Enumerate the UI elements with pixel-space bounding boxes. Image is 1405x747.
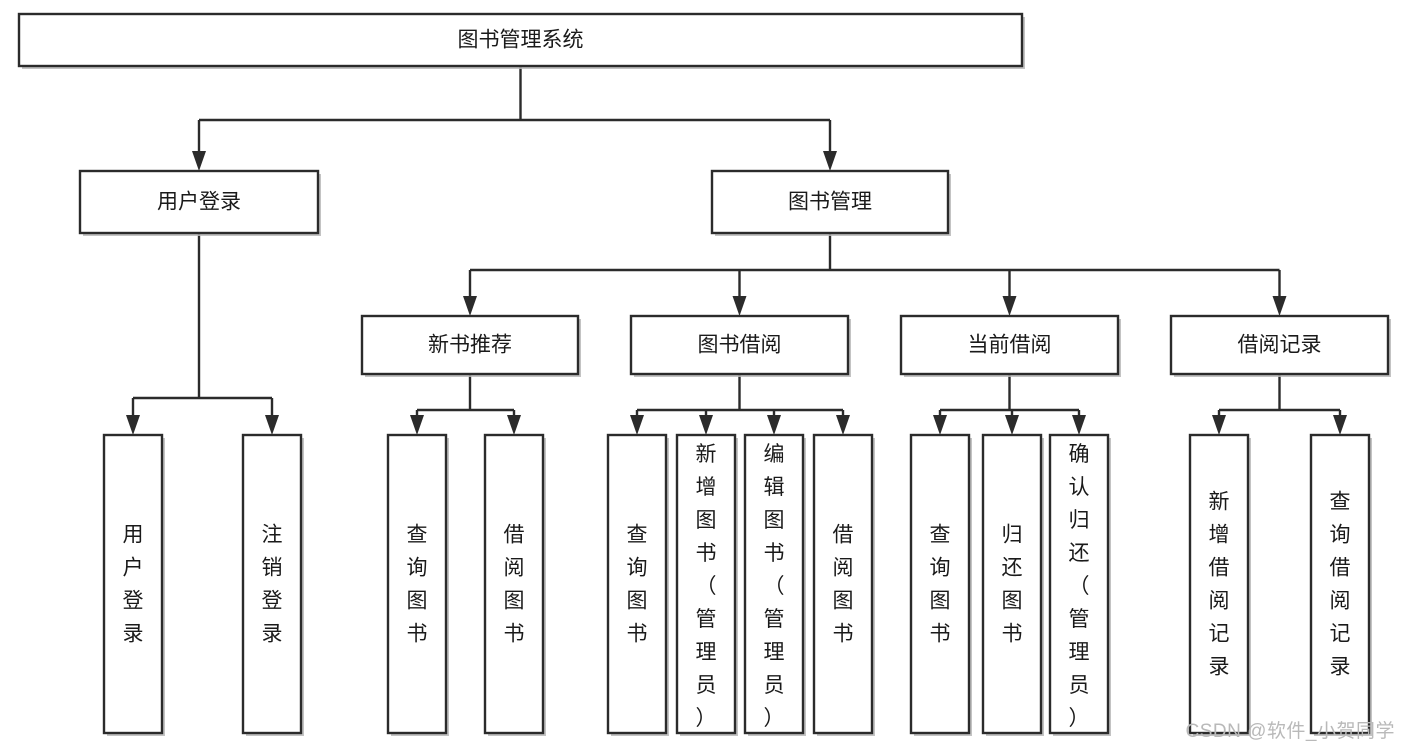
node-label: 用户登录 <box>123 523 144 645</box>
node-box[interactable] <box>812 433 874 735</box>
node-label: 确认归还（管理员） <box>1069 443 1090 730</box>
node-leaf-add-record[interactable]: 新增借阅记录 <box>1188 433 1251 736</box>
node-box[interactable] <box>17 12 1024 68</box>
node-label: 查询借阅记录 <box>1330 490 1351 678</box>
node-label: 当前借阅 <box>968 334 1052 357</box>
node-box[interactable] <box>710 169 950 235</box>
node-box[interactable] <box>241 433 303 735</box>
node-leaf-add-book[interactable]: 新增图书（管理员） <box>675 433 738 736</box>
node-label: 新增借阅记录 <box>1209 490 1230 678</box>
node-label: 注销登录 <box>262 523 283 645</box>
node-box[interactable] <box>483 433 545 735</box>
node-label: 图书管理 <box>788 191 872 214</box>
node-book-manage[interactable]: 图书管理 <box>710 169 951 236</box>
node-leaf-query-book-3[interactable]: 查询图书 <box>909 433 972 736</box>
node-label: 查询图书 <box>627 523 648 645</box>
node-leaf-edit-book[interactable]: 编辑图书（管理员） <box>743 433 806 736</box>
node-leaf-borrow-book-1[interactable]: 借阅图书 <box>483 433 546 736</box>
node-leaf-user-logout[interactable]: 注销登录 <box>241 433 304 736</box>
node-box[interactable] <box>629 314 850 376</box>
nodes-layer: 图书管理系统用户登录图书管理新书推荐图书借阅当前借阅借阅记录用户登录注销登录查询… <box>17 12 1391 736</box>
node-box[interactable] <box>909 433 971 735</box>
node-box[interactable] <box>606 433 668 735</box>
node-leaf-return-book[interactable]: 归还图书 <box>981 433 1044 736</box>
node-box[interactable] <box>1169 314 1390 376</box>
node-box[interactable] <box>899 314 1120 376</box>
node-leaf-query-record[interactable]: 查询借阅记录 <box>1309 433 1372 736</box>
node-current-borrow[interactable]: 当前借阅 <box>899 314 1121 377</box>
node-label: 查询图书 <box>930 523 951 645</box>
node-user-login[interactable]: 用户登录 <box>78 169 321 236</box>
node-label: 借阅图书 <box>504 523 525 645</box>
node-box[interactable] <box>981 433 1043 735</box>
node-root[interactable]: 图书管理系统 <box>17 12 1025 69</box>
node-leaf-user-login[interactable]: 用户登录 <box>102 433 165 736</box>
node-borrow-record[interactable]: 借阅记录 <box>1169 314 1391 377</box>
edges-layer <box>126 66 1347 435</box>
node-box[interactable] <box>1188 433 1250 735</box>
node-leaf-query-book-2[interactable]: 查询图书 <box>606 433 669 736</box>
node-label: 编辑图书（管理员） <box>764 443 785 730</box>
node-box[interactable] <box>78 169 320 235</box>
node-label: 新书推荐 <box>428 334 512 357</box>
node-label: 图书管理系统 <box>458 29 584 52</box>
node-label: 查询图书 <box>407 523 428 645</box>
node-leaf-query-book-1[interactable]: 查询图书 <box>386 433 449 736</box>
node-label: 用户登录 <box>157 191 241 214</box>
node-book-borrow[interactable]: 图书借阅 <box>629 314 851 377</box>
node-leaf-confirm-return[interactable]: 确认归还（管理员） <box>1048 433 1111 736</box>
node-box[interactable] <box>1309 433 1371 735</box>
node-box[interactable] <box>102 433 164 735</box>
node-label: 借阅图书 <box>833 523 854 645</box>
node-label: 新增图书（管理员） <box>696 443 717 730</box>
node-box[interactable] <box>743 433 805 735</box>
node-label: 图书借阅 <box>698 334 782 357</box>
node-box[interactable] <box>675 433 737 735</box>
node-box[interactable] <box>386 433 448 735</box>
node-box[interactable] <box>1048 433 1110 735</box>
node-new-book-rec[interactable]: 新书推荐 <box>360 314 581 377</box>
node-label: 归还图书 <box>1002 523 1023 645</box>
node-label: 借阅记录 <box>1238 334 1322 357</box>
node-box[interactable] <box>360 314 580 376</box>
node-leaf-borrow-book-2[interactable]: 借阅图书 <box>812 433 875 736</box>
